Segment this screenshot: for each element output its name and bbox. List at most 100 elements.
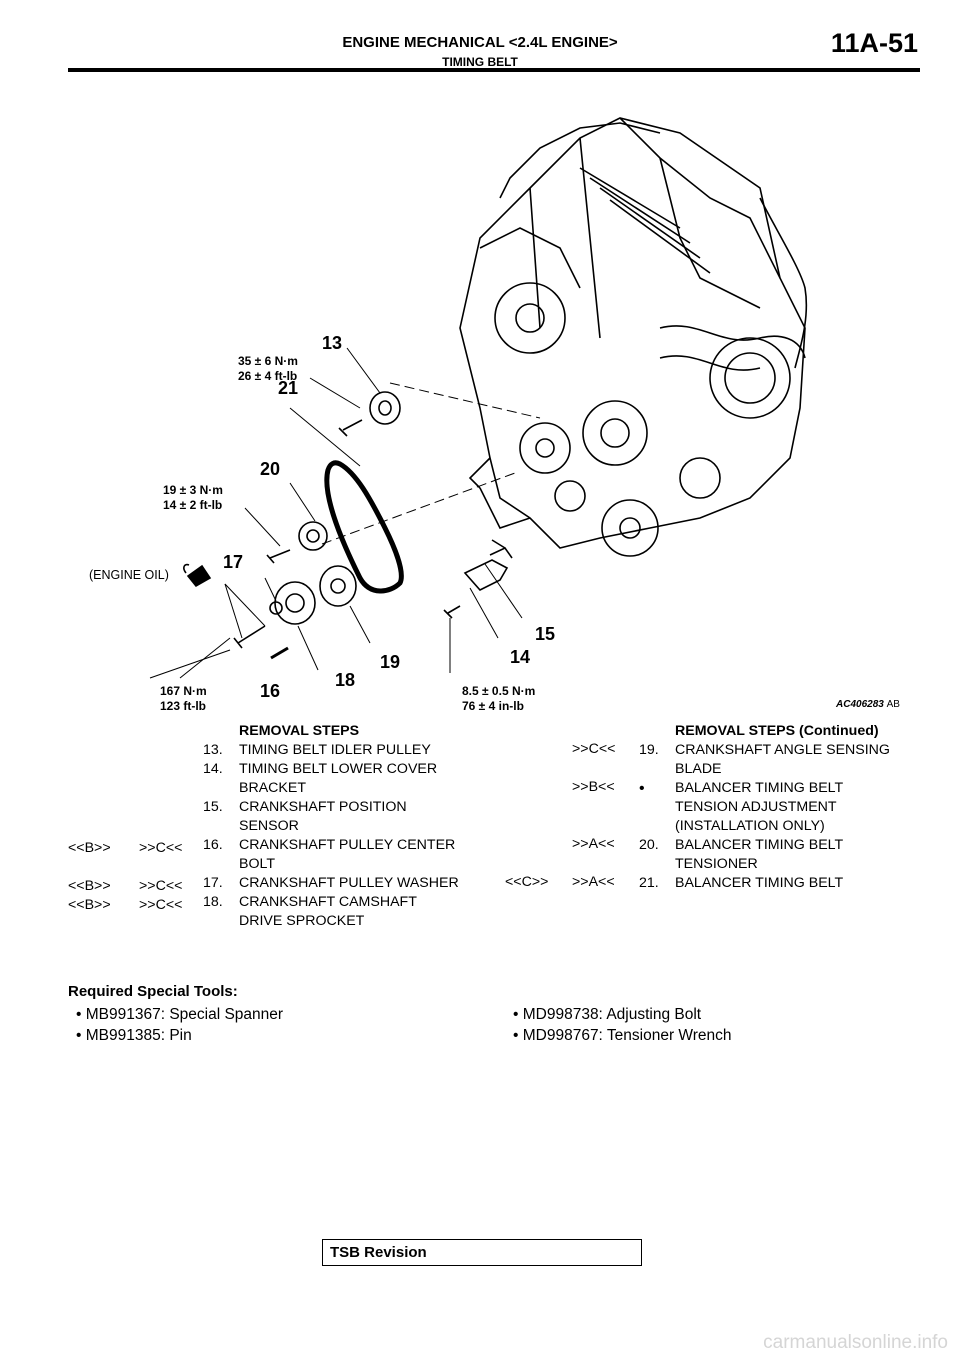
- tool-item: • MD998767: Tensioner Wrench: [513, 1027, 732, 1045]
- step-number: 18.: [203, 894, 223, 910]
- figure-id: AC406283 AB: [836, 699, 900, 710]
- step-text: CRANKSHAFT ANGLE SENSING BLADE: [675, 742, 890, 777]
- page-number: 11A-51: [830, 28, 918, 58]
- step-text: CRANKSHAFT CAMSHAFT DRIVE SPROCKET: [239, 894, 417, 929]
- callout-21: 21: [278, 378, 299, 398]
- callout-20: 20: [260, 459, 281, 479]
- step-number: 19.: [639, 742, 659, 758]
- engine-pulley-lower: [601, 499, 659, 557]
- step-number: 16.: [203, 837, 223, 853]
- special-tools-heading: Required Special Tools:: [68, 983, 238, 1000]
- torque-20: 19 ± 3 N·m 14 ± 2 ft-lb: [163, 483, 223, 513]
- removal-steps-right: REMOVAL STEPS (Continued) 19. CRANKSHAFT…: [639, 722, 929, 893]
- torque-20-ftlb: 14 ± 2 ft-lb: [163, 498, 223, 512]
- center-bolt: [233, 625, 266, 649]
- idler-pulley: [369, 391, 401, 425]
- prefix-17-a: <<B>>: [68, 878, 111, 894]
- step-18: 18. CRANKSHAFT CAMSHAFT DRIVE SPROCKET: [203, 893, 459, 931]
- engine-illustration: 13 21 20 17 16 18 19 14 15 35 ± 6 N·m 26…: [60, 78, 920, 718]
- step-17: 17. CRANKSHAFT PULLEY WASHER: [203, 874, 493, 893]
- removal-steps-left: REMOVAL STEPS 13. TIMING BELT IDLER PULL…: [203, 722, 493, 931]
- callout-17: 17: [223, 552, 244, 572]
- bullet-icon: •: [639, 780, 645, 797]
- torque-20-nm: 19 ± 3 N·m: [163, 483, 223, 497]
- tool-item: • MD998738: Adjusting Bolt: [513, 1006, 701, 1024]
- torque-16: 167 N·m 123 ft-lb: [160, 684, 207, 714]
- step-21: 21. BALANCER TIMING BELT: [639, 874, 929, 893]
- step-number: 14.: [203, 761, 223, 777]
- step-19: 19. CRANKSHAFT ANGLE SENSING BLADE: [639, 741, 929, 779]
- engine-drawing: [149, 117, 808, 679]
- prefix-18-b: >>C<<: [139, 897, 183, 913]
- figure-id-suffix: AB: [886, 699, 900, 710]
- prefix-19-b: >>C<<: [572, 741, 616, 757]
- cover-bracket: [463, 559, 509, 591]
- prefix-16-b: >>C<<: [139, 840, 183, 856]
- figure-id-code: AC406283: [836, 699, 884, 710]
- step-15: 15. CRANKSHAFT POSITION SENSOR: [203, 798, 439, 836]
- step-text: CRANKSHAFT POSITION SENSOR: [239, 799, 407, 834]
- section-subtitle: TIMING BELT: [442, 55, 518, 69]
- belt-tensioner: [298, 521, 328, 551]
- bullet-icon: •: [513, 1027, 523, 1044]
- step-text: BALANCER TIMING BELT TENSIONER: [675, 837, 843, 872]
- tool-item: • MB991367: Special Spanner: [76, 1006, 283, 1024]
- callout-19: 19: [380, 652, 401, 672]
- step-number: 13.: [203, 742, 223, 758]
- engine-pulley-upper: [494, 282, 566, 354]
- prefix-20-b: >>A<<: [572, 836, 615, 852]
- header-rule: [68, 68, 920, 72]
- prefix-17-b: >>C<<: [139, 878, 183, 894]
- tool-item: • MB991385: Pin: [76, 1027, 192, 1045]
- torque-16-nm: 167 N·m: [160, 684, 207, 698]
- step-text: CRANKSHAFT PULLEY CENTER BOLT: [239, 837, 456, 872]
- step-text: TIMING BELT LOWER COVER BRACKET: [239, 761, 438, 796]
- prefix-tension-b: >>B<<: [572, 779, 615, 795]
- removal-steps-continued-heading: REMOVAL STEPS (Continued): [675, 723, 879, 739]
- bullet-icon: •: [513, 1006, 523, 1023]
- callout-18: 18: [335, 670, 356, 690]
- torque-13-nm: 35 ± 6 N·m: [238, 354, 298, 368]
- torque-14-nm: 8.5 ± 0.5 N·m: [462, 684, 536, 698]
- step-number: 15.: [203, 799, 223, 815]
- step-tension-adjustment: • BALANCER TIMING BELT TENSION ADJUSTMEN…: [639, 779, 875, 836]
- pulley-washer: [269, 601, 283, 615]
- step-text: BALANCER TIMING BELT TENSION ADJUSTMENT …: [675, 780, 843, 834]
- torque-13-ftlb: 26 ± 4 ft-lb: [238, 369, 298, 383]
- callout-15: 15: [535, 624, 556, 644]
- engine-oil-icon: [186, 564, 212, 588]
- engine-sprocket: [519, 422, 571, 474]
- removal-steps-heading: REMOVAL STEPS: [239, 723, 360, 739]
- watermark: carmanualsonline.info: [763, 1332, 948, 1353]
- crank-angle-blade: [319, 565, 357, 607]
- bullet-icon: •: [76, 1006, 86, 1023]
- section-title: ENGINE MECHANICAL <2.4L ENGINE>: [342, 34, 618, 51]
- torque-14: 8.5 ± 0.5 N·m 76 ± 4 in-lb: [462, 684, 535, 714]
- step-20: 20. BALANCER TIMING BELT TENSIONER: [639, 836, 875, 874]
- step-number: 21.: [639, 875, 659, 891]
- prefix-21-b: >>A<<: [572, 874, 615, 890]
- bullet-icon: •: [76, 1027, 86, 1044]
- balancer-belt: [324, 460, 404, 594]
- tsb-revision-box: TSB Revision: [322, 1239, 642, 1266]
- torque-16-ftlb: 123 ft-lb: [160, 699, 207, 713]
- tool-text: MB991385: Pin: [85, 1027, 192, 1044]
- step-text: TIMING BELT IDLER PULLEY: [239, 742, 431, 758]
- prefix-16-a: <<B>>: [68, 840, 111, 856]
- engine-oil-label: (ENGINE OIL): [89, 568, 169, 582]
- engine-block-outline: [459, 117, 806, 549]
- callout-13: 13: [322, 333, 343, 353]
- step-text: CRANKSHAFT PULLEY WASHER: [239, 875, 459, 891]
- step-16: 16. CRANKSHAFT PULLEY CENTER BOLT: [203, 836, 489, 874]
- torque-13: 35 ± 6 N·m 26 ± 4 ft-lb: [238, 354, 298, 384]
- tool-text: MB991367: Special Spanner: [85, 1006, 284, 1023]
- step-14: 14. TIMING BELT LOWER COVER BRACKET: [203, 760, 469, 798]
- callout-14: 14: [510, 647, 531, 667]
- step-number: 20.: [639, 837, 659, 853]
- prefix-21-a: <<C>>: [505, 874, 549, 890]
- step-text: BALANCER TIMING BELT: [675, 875, 844, 891]
- prefix-18-a: <<B>>: [68, 897, 111, 913]
- camshaft-drive-sprocket: [274, 581, 316, 625]
- tool-text: MD998767: Tensioner Wrench: [522, 1027, 732, 1044]
- idler-bolt: [338, 419, 363, 437]
